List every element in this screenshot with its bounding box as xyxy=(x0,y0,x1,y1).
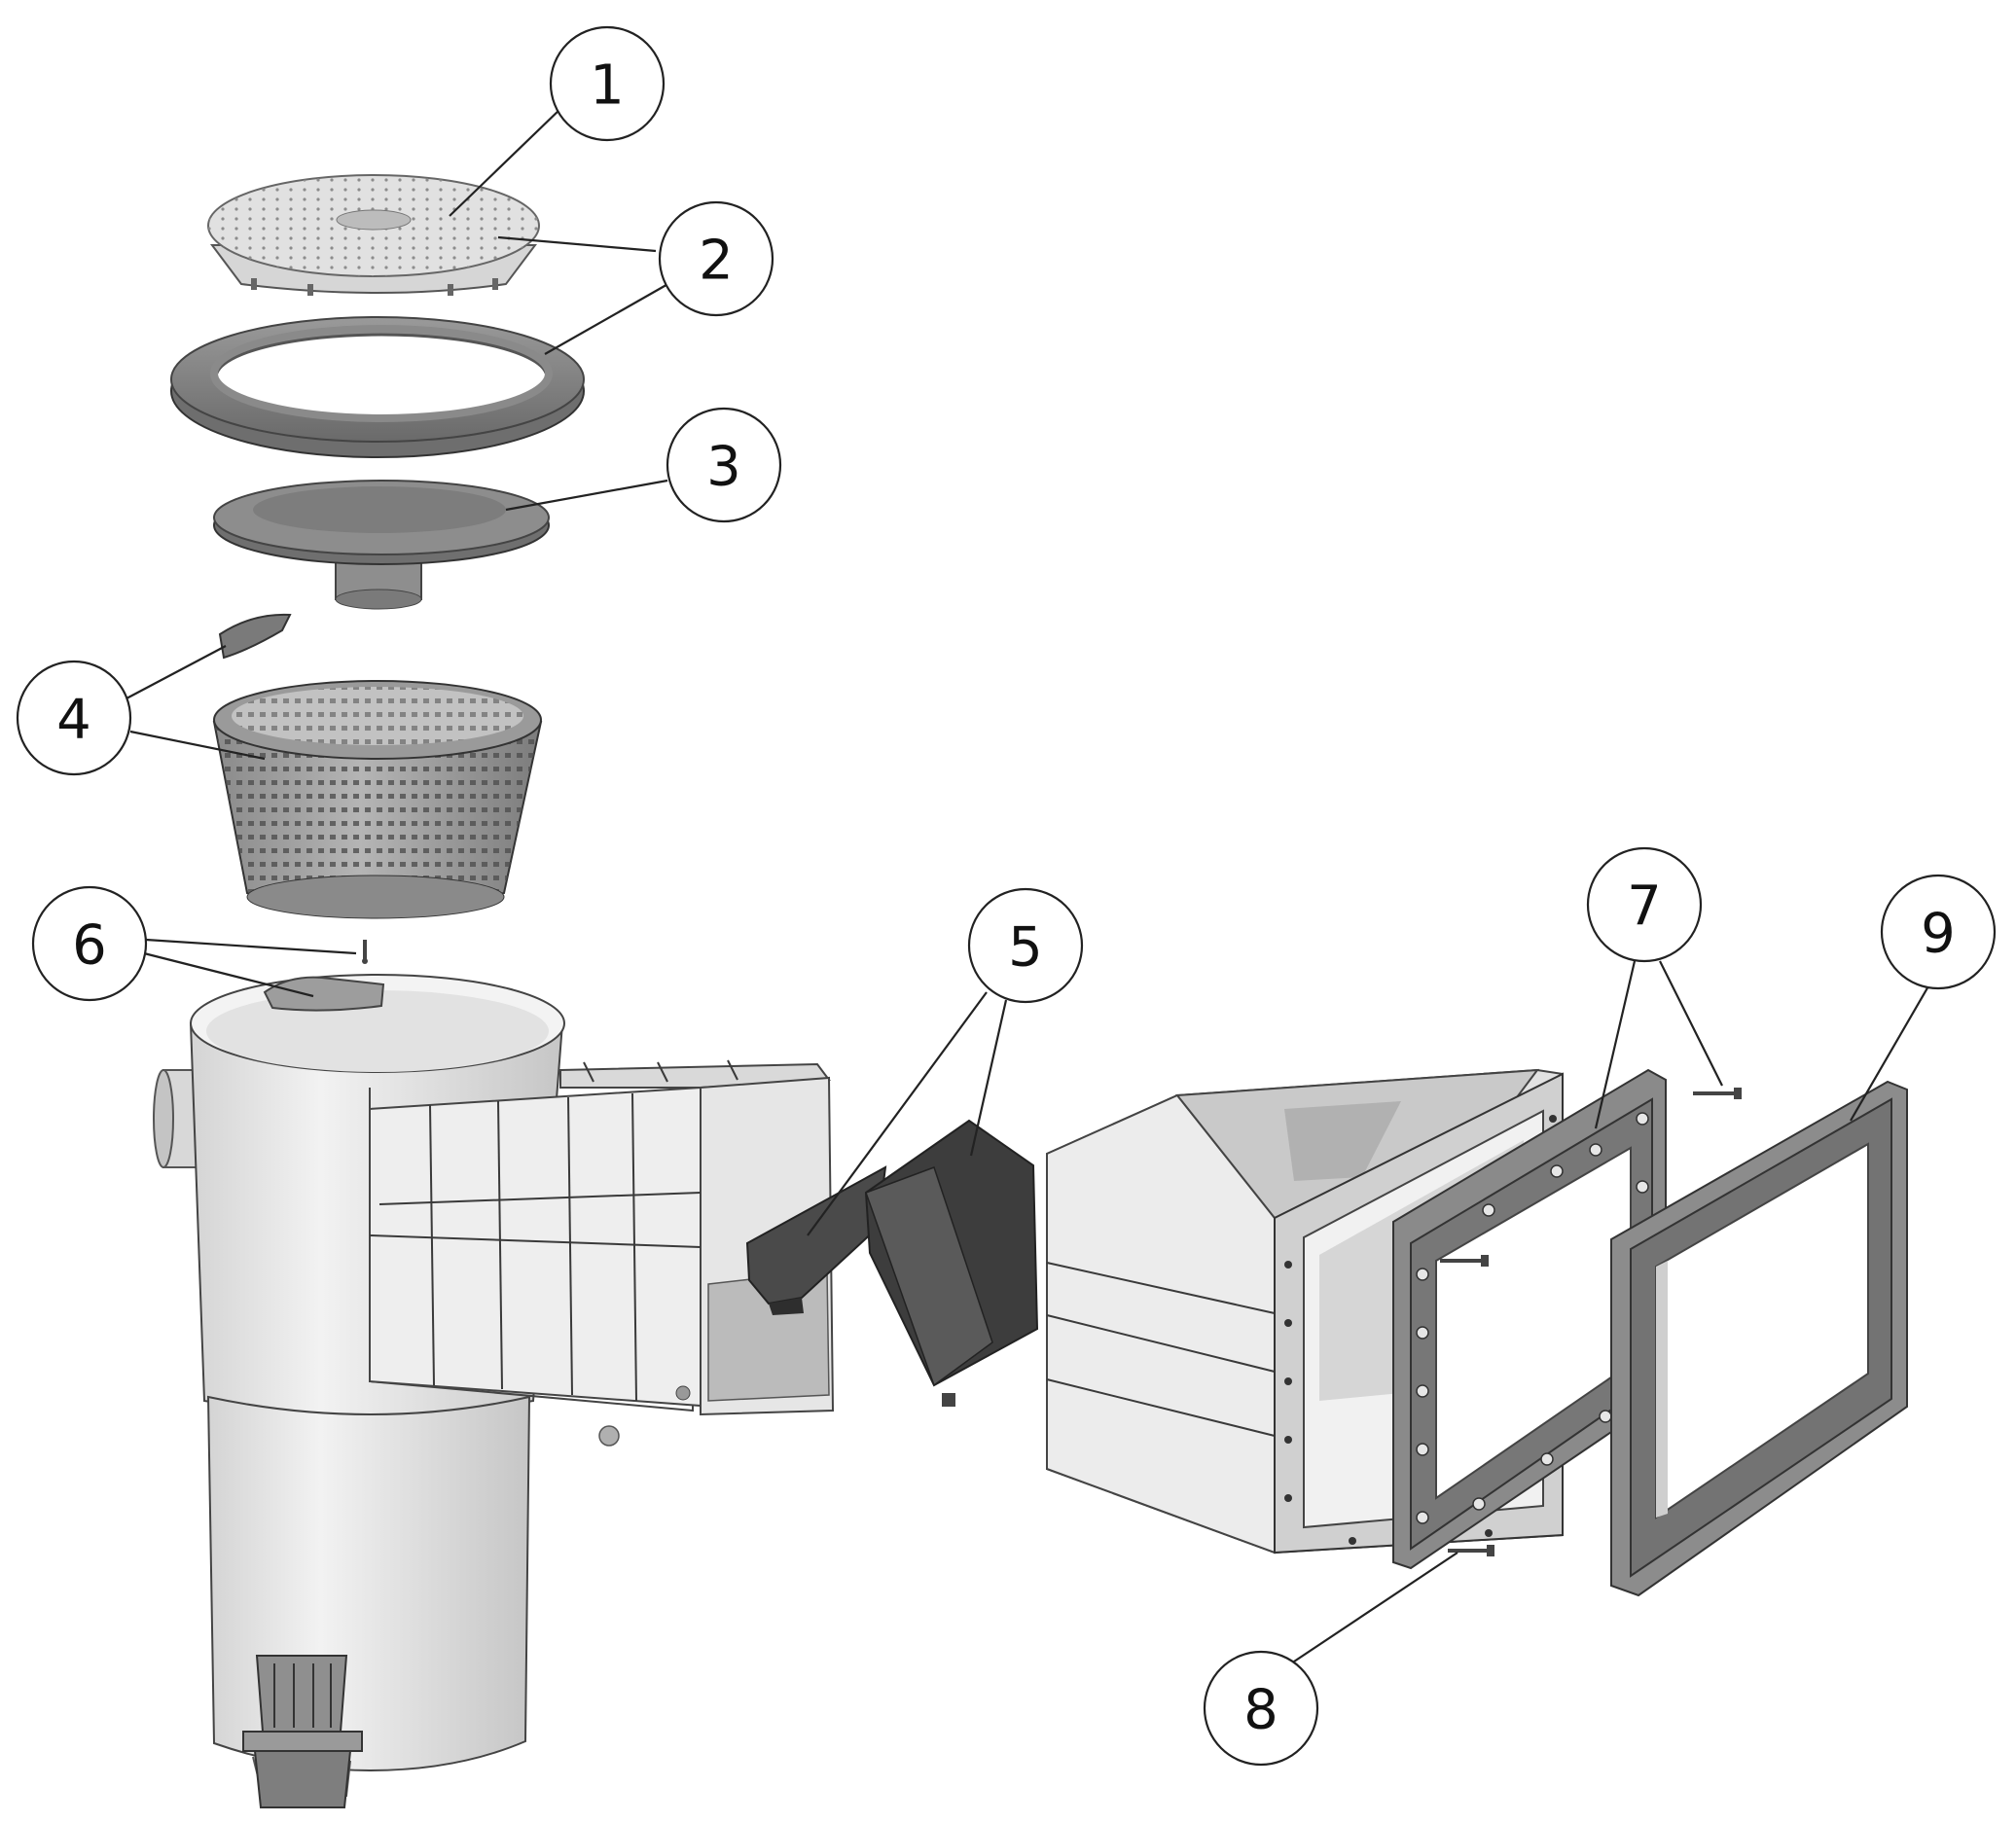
callout-1: 1 xyxy=(549,25,666,142)
svg-text:7: 7 xyxy=(1627,876,1662,939)
svg-text:9: 9 xyxy=(1921,903,1956,966)
svg-text:5: 5 xyxy=(1008,916,1043,980)
leader-5b xyxy=(969,999,1008,1157)
leader-4a xyxy=(126,645,227,699)
callout-2: 2 xyxy=(658,200,774,317)
svg-text:6: 6 xyxy=(72,914,107,978)
faceplate-part xyxy=(1610,1080,1908,1597)
bottom-nozzle-part xyxy=(242,1655,363,1808)
wedge-part xyxy=(218,613,292,660)
screw-6-part xyxy=(362,940,368,964)
svg-text:4: 4 xyxy=(56,689,91,752)
svg-text:2: 2 xyxy=(699,230,734,293)
callout-8: 8 xyxy=(1203,1650,1319,1767)
leader-8 xyxy=(1287,1552,1458,1666)
callout-4: 4 xyxy=(16,660,132,776)
float-part xyxy=(213,480,550,610)
leader-4b xyxy=(129,730,266,761)
lid-part xyxy=(207,174,540,296)
svg-text:3: 3 xyxy=(706,436,741,499)
leader-1 xyxy=(449,106,563,217)
leader-7a xyxy=(1594,960,1637,1129)
skimmer-body-part xyxy=(153,974,835,1797)
svg-text:1: 1 xyxy=(590,54,625,118)
callout-6: 6 xyxy=(31,885,148,1002)
leader-9 xyxy=(1850,972,1937,1122)
leader-2a xyxy=(497,235,657,253)
leader-7b xyxy=(1659,960,1723,1087)
leader-2b xyxy=(544,281,672,355)
screw-7-part xyxy=(1693,1088,1742,1099)
callout-5: 5 xyxy=(967,887,1084,1004)
callout-7: 7 xyxy=(1586,846,1703,963)
collar-ring-part xyxy=(170,316,585,458)
basket-part xyxy=(212,680,543,919)
leader-6b xyxy=(143,951,314,998)
weir-flap-part xyxy=(745,1119,1039,1407)
leader-5a xyxy=(807,991,988,1236)
screw-8-part xyxy=(1448,1545,1494,1556)
callout-3: 3 xyxy=(666,407,782,523)
svg-text:8: 8 xyxy=(1243,1679,1278,1742)
leader-6a xyxy=(145,938,357,955)
callout-9: 9 xyxy=(1880,874,1997,990)
screw-inner-top xyxy=(1440,1255,1489,1267)
leader-lines xyxy=(126,106,1937,1666)
leader-3 xyxy=(505,479,668,512)
